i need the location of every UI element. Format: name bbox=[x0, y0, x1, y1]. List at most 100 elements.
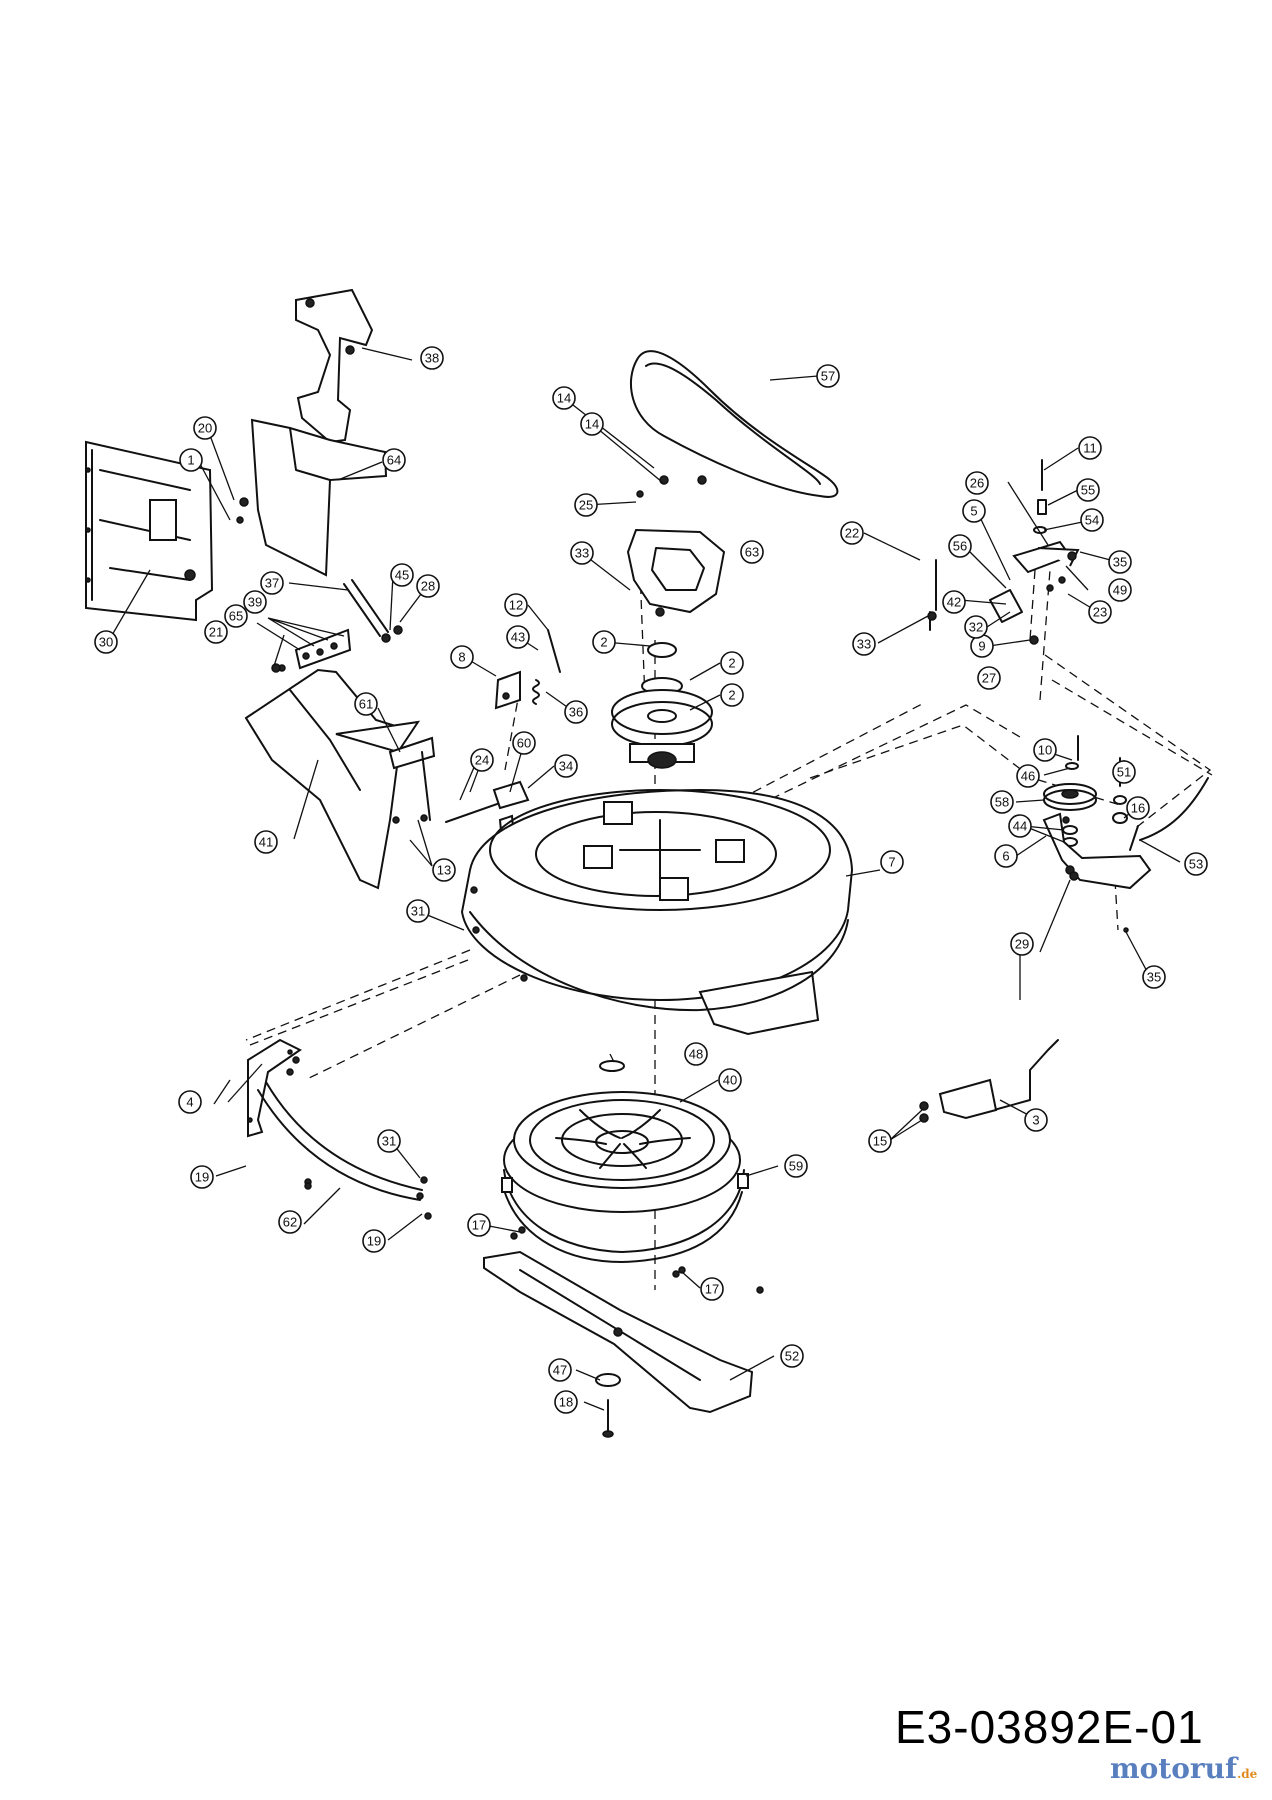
svg-text:19: 19 bbox=[195, 1170, 209, 1185]
svg-text:22: 22 bbox=[845, 526, 859, 541]
svg-text:60: 60 bbox=[517, 736, 531, 751]
callout-39: 39 bbox=[243, 590, 267, 614]
svg-text:26: 26 bbox=[970, 476, 984, 491]
callout-61: 61 bbox=[354, 692, 378, 716]
svg-text:36: 36 bbox=[569, 705, 583, 720]
svg-text:48: 48 bbox=[689, 1047, 703, 1062]
callout-27: 27 bbox=[977, 666, 1001, 690]
rod-37 bbox=[343, 579, 389, 637]
callout-40: 40 bbox=[718, 1068, 742, 1092]
svg-text:45: 45 bbox=[395, 568, 409, 583]
svg-text:52: 52 bbox=[785, 1349, 799, 1364]
svg-text:2: 2 bbox=[728, 656, 735, 671]
callout-31-deck: 31 bbox=[406, 899, 430, 923]
svg-text:17: 17 bbox=[472, 1218, 486, 1233]
callout-30: 30 bbox=[94, 630, 118, 654]
svg-text:8: 8 bbox=[458, 650, 465, 665]
callout-11: 11 bbox=[1078, 436, 1102, 460]
svg-text:46: 46 bbox=[1021, 769, 1035, 784]
callout-8: 8 bbox=[450, 645, 474, 669]
svg-text:31: 31 bbox=[411, 904, 425, 919]
svg-text:30: 30 bbox=[99, 635, 113, 650]
blade-52 bbox=[483, 1250, 754, 1438]
svg-text:41: 41 bbox=[259, 835, 273, 850]
callout-52: 52 bbox=[780, 1344, 804, 1368]
svg-text:20: 20 bbox=[198, 421, 212, 436]
callout-35-top: 35 bbox=[1108, 550, 1132, 574]
svg-text:29: 29 bbox=[1015, 937, 1029, 952]
callout-59: 59 bbox=[784, 1154, 808, 1178]
callout-7: 7 bbox=[880, 850, 904, 874]
callout-2-nut: 2 bbox=[592, 630, 616, 654]
svg-text:2: 2 bbox=[600, 635, 607, 650]
svg-text:58: 58 bbox=[995, 795, 1009, 810]
svg-text:19: 19 bbox=[367, 1234, 381, 1249]
spring-36 bbox=[532, 629, 561, 705]
callout-14-top: 14 bbox=[552, 386, 576, 410]
svg-text:38: 38 bbox=[425, 351, 439, 366]
svg-text:14: 14 bbox=[585, 417, 599, 432]
callout-55: 55 bbox=[1076, 478, 1100, 502]
svg-text:5: 5 bbox=[970, 504, 977, 519]
svg-text:33: 33 bbox=[857, 637, 871, 652]
callout-20: 20 bbox=[193, 416, 217, 440]
callout-49: 49 bbox=[1108, 578, 1132, 602]
svg-text:64: 64 bbox=[387, 453, 401, 468]
callout-38: 38 bbox=[420, 346, 444, 370]
callout-12: 12 bbox=[504, 593, 528, 617]
svg-text:35: 35 bbox=[1113, 555, 1127, 570]
svg-text:56: 56 bbox=[953, 539, 967, 554]
callout-24: 24 bbox=[470, 748, 494, 772]
callout-15: 15 bbox=[868, 1129, 892, 1153]
callout-32: 32 bbox=[964, 615, 988, 639]
svg-text:59: 59 bbox=[789, 1159, 803, 1174]
callout-33-left: 33 bbox=[570, 541, 594, 565]
svg-text:12: 12 bbox=[509, 598, 523, 613]
svg-text:63: 63 bbox=[745, 545, 759, 560]
svg-text:55: 55 bbox=[1081, 483, 1095, 498]
callout-17-left: 17 bbox=[467, 1213, 491, 1237]
svg-text:11: 11 bbox=[1083, 441, 1097, 456]
callout-42: 42 bbox=[942, 590, 966, 614]
callout-31-strip: 31 bbox=[377, 1129, 401, 1153]
callout-51: 51 bbox=[1112, 760, 1136, 784]
callout-2-washer: 2 bbox=[720, 651, 744, 675]
callout-53: 53 bbox=[1184, 852, 1208, 876]
callout-14-lower: 14 bbox=[580, 412, 604, 436]
callouts: 1 2 2 2 3 4 5 6 7 8 9 10 11 12 13 14 14 … bbox=[94, 346, 1208, 1414]
svg-text:62: 62 bbox=[283, 1215, 297, 1230]
callout-34: 34 bbox=[554, 754, 578, 778]
fasteners bbox=[236, 497, 1129, 1294]
svg-text:33: 33 bbox=[575, 546, 589, 561]
callout-63: 63 bbox=[740, 540, 764, 564]
callout-10: 10 bbox=[1033, 738, 1057, 762]
svg-text:44: 44 bbox=[1013, 819, 1027, 834]
callout-65: 65 bbox=[224, 604, 248, 628]
callout-46: 46 bbox=[1016, 764, 1040, 788]
callout-5: 5 bbox=[962, 499, 986, 523]
callout-3: 3 bbox=[1024, 1108, 1048, 1132]
callout-56: 56 bbox=[948, 534, 972, 558]
belt-57 bbox=[630, 350, 839, 498]
svg-text:32: 32 bbox=[969, 620, 983, 635]
callout-58: 58 bbox=[990, 790, 1014, 814]
svg-text:35: 35 bbox=[1147, 970, 1161, 985]
svg-text:1: 1 bbox=[187, 453, 194, 468]
svg-text:15: 15 bbox=[873, 1134, 887, 1149]
svg-text:31: 31 bbox=[382, 1134, 396, 1149]
svg-text:9: 9 bbox=[978, 639, 985, 654]
callout-41: 41 bbox=[254, 830, 278, 854]
callout-23: 23 bbox=[1088, 600, 1112, 624]
svg-text:10: 10 bbox=[1038, 743, 1052, 758]
svg-text:54: 54 bbox=[1085, 513, 1099, 528]
callout-60: 60 bbox=[512, 731, 536, 755]
callout-21: 21 bbox=[204, 620, 228, 644]
bracket-8 bbox=[494, 670, 521, 710]
svg-text:27: 27 bbox=[982, 671, 996, 686]
chute-41 bbox=[244, 668, 421, 890]
svg-text:57: 57 bbox=[821, 369, 835, 384]
callout-16: 16 bbox=[1126, 796, 1150, 820]
svg-text:65: 65 bbox=[229, 609, 243, 624]
callout-19-right: 19 bbox=[362, 1229, 386, 1253]
